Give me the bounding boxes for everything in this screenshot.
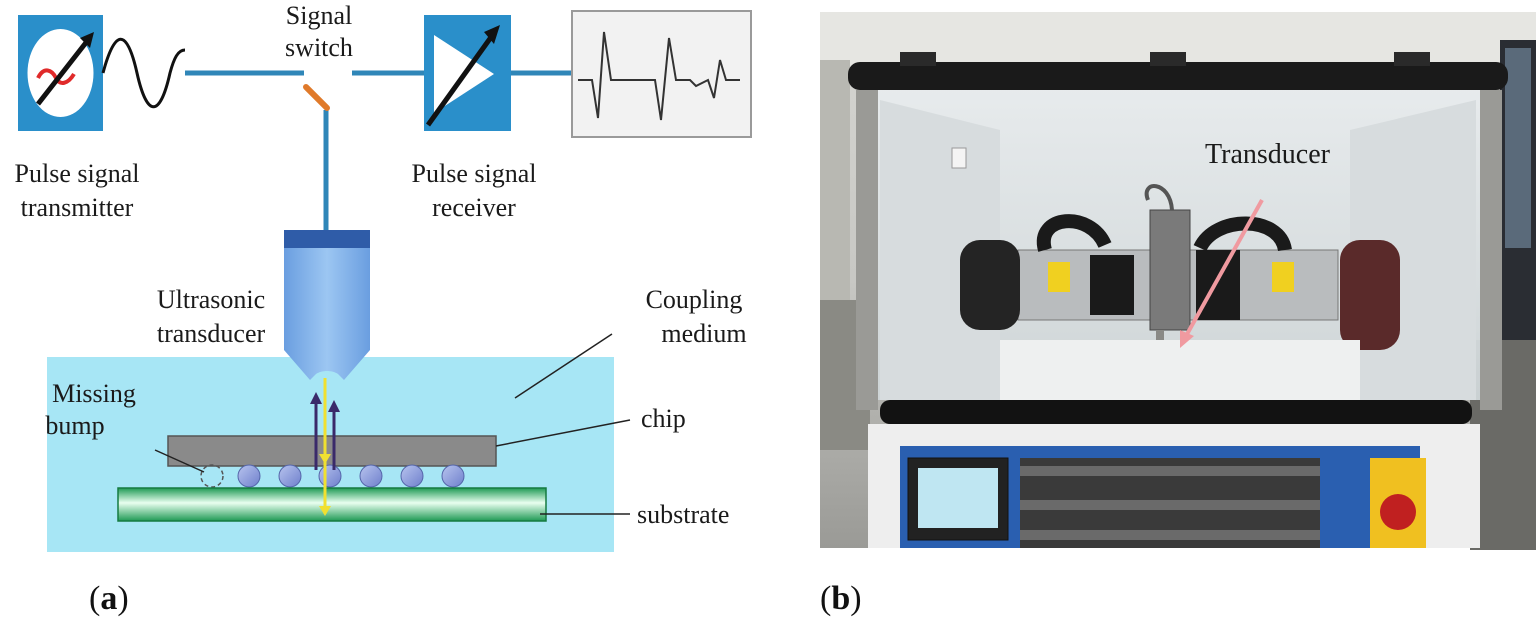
emergency-stop-button — [1380, 494, 1416, 530]
sine-wave-icon — [101, 38, 186, 108]
panel-a-letter: a — [100, 580, 117, 617]
panel-b-caption: (b) — [820, 580, 862, 617]
transducer-callout-label: Transducer — [1205, 139, 1331, 170]
substrate — [117, 487, 547, 522]
coupling-label-line2: medium — [661, 319, 746, 348]
coupling-label-line1: Coupling — [646, 285, 743, 314]
substrate-label: substrate — [637, 500, 729, 529]
transmitter-label-line1: Pulse signal — [15, 159, 140, 188]
signal-switch-label-line1: Signal — [286, 1, 352, 30]
chip — [167, 435, 497, 467]
panel-b-letter: b — [831, 580, 850, 617]
panel-a: Signal switch Pulse signal transmitter P… — [15, 1, 752, 617]
ultrasonic-transducer — [284, 230, 370, 380]
transducer-callout-arrow — [1180, 199, 1264, 348]
transmitter-label-line2: transmitter — [21, 193, 134, 222]
leader-chip — [495, 419, 631, 447]
receiver-icon — [424, 15, 511, 131]
machine-top-rail — [848, 62, 1508, 90]
ultrasonic-wave-arrows — [310, 378, 340, 516]
leader-missing-bump — [154, 449, 205, 473]
oscilloscope-icon — [571, 10, 752, 138]
missing-bump — [200, 464, 224, 488]
transducer-label-line2: transducer — [157, 319, 266, 348]
panel-a-caption: (a) — [89, 580, 129, 617]
machine-bottom-rail — [880, 400, 1472, 424]
receiver-label-line1: Pulse signal — [412, 159, 537, 188]
transmitter-icon — [18, 15, 103, 131]
signal-switch — [303, 84, 330, 111]
signal-switch-label-line2: switch — [285, 33, 353, 62]
receiver-label-line2: receiver — [432, 193, 516, 222]
missing-bump-label-line2: bump — [45, 411, 104, 440]
missing-bump-label-line1: Missing — [52, 379, 136, 408]
panel-b: Transducer (b) — [820, 12, 1536, 617]
leader-coupling — [514, 333, 613, 399]
chip-label: chip — [641, 404, 686, 433]
solder-bumps — [200, 464, 465, 488]
transducer-label-line1: Ultrasonic — [157, 285, 265, 314]
